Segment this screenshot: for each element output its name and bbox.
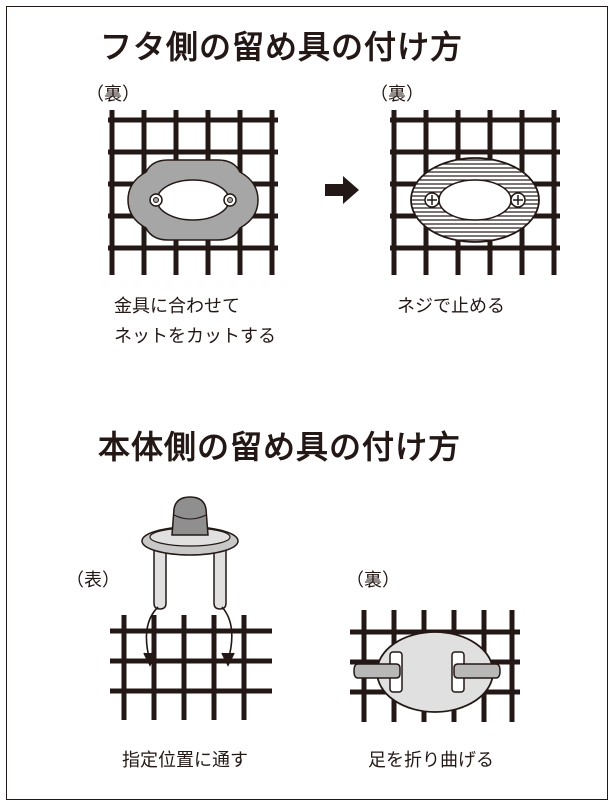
bracket-plate	[127, 159, 259, 241]
arrow-right-icon	[325, 176, 359, 204]
instruction-frame	[6, 6, 608, 800]
section1-left-caption-line2: ネットをカットする	[114, 326, 276, 347]
clip-part	[141, 496, 239, 610]
section1-left-caption-line1: 金具に合わせて	[114, 296, 240, 317]
bent-clip	[353, 631, 501, 713]
section2-right-label: （裏）	[346, 570, 400, 591]
section2-title: 本体側の留め具の付け方	[98, 428, 462, 466]
section2-right-caption: 足を折り曲げる	[368, 750, 494, 771]
section2-left-caption: 指定位置に通す	[122, 750, 248, 771]
striped-bracket	[410, 157, 540, 243]
clip-insert-figure	[110, 496, 272, 720]
net-cut-figure	[108, 110, 278, 275]
section1-left-label: （裏）	[86, 84, 140, 105]
insert-arrows	[143, 606, 235, 667]
section2-left-label: （表）	[66, 570, 120, 591]
section1-right-label: （裏）	[370, 84, 424, 105]
section1-right-caption: ネジで止める	[397, 296, 505, 317]
clip-bent-figure	[350, 610, 520, 722]
section1-title: フタ側の留め具の付け方	[100, 28, 464, 66]
screwed-bracket-figure	[390, 110, 560, 275]
